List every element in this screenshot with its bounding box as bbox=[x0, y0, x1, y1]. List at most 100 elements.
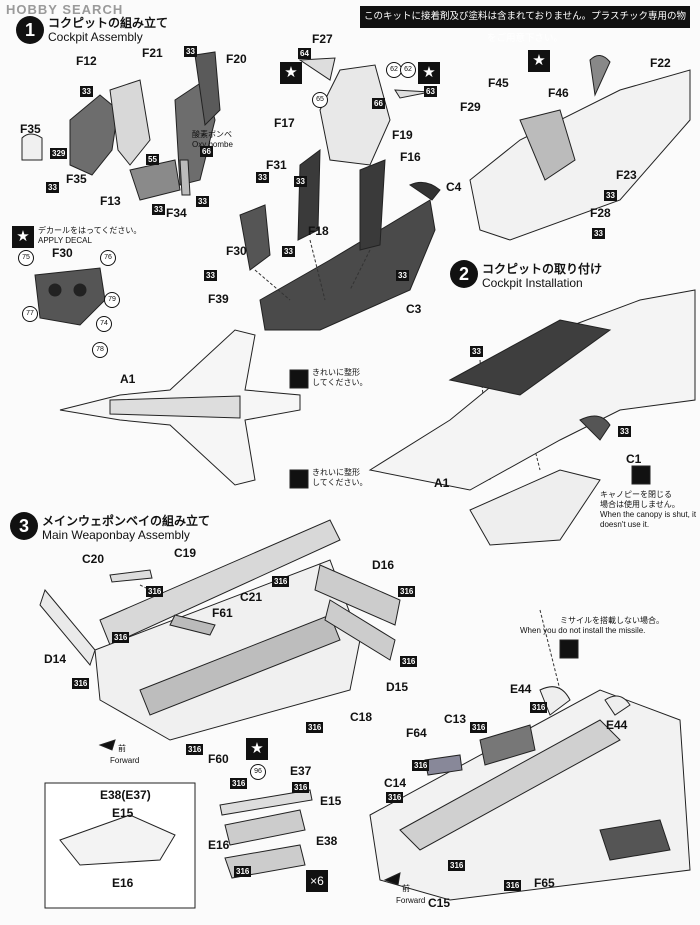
decal-number-79: 79 bbox=[104, 292, 120, 308]
part-label-E37: E37 bbox=[290, 764, 312, 778]
oxy-bombe-note-en: Oxy bombe bbox=[192, 140, 233, 149]
part-label-C19: C19 bbox=[174, 546, 197, 560]
watermark: HOBBY SEARCH bbox=[6, 2, 124, 17]
paint-code-66: 66 bbox=[200, 146, 213, 157]
part-label-E38E37: E38(E37) bbox=[100, 788, 151, 802]
step-3-title-jp: メインウェポンベイの組み立て bbox=[42, 514, 211, 528]
part-label-C4: C4 bbox=[446, 180, 462, 194]
part-label-C20: C20 bbox=[82, 552, 105, 566]
paint-code-316: 316 bbox=[448, 860, 466, 871]
paint-code-316: 316 bbox=[234, 866, 252, 877]
paint-code-33: 33 bbox=[592, 228, 605, 239]
paint-code-316: 316 bbox=[306, 722, 324, 733]
part-label-C21: C21 bbox=[240, 590, 263, 604]
step-1-title-en: Cockpit Assembly bbox=[48, 30, 143, 44]
part-label-F12: F12 bbox=[76, 54, 97, 68]
paint-code-33: 33 bbox=[196, 196, 209, 207]
part-label-C18: C18 bbox=[350, 710, 373, 724]
part-label-E44a: E44 bbox=[510, 682, 532, 696]
part-label-F65: F65 bbox=[534, 876, 555, 890]
part-label-F20: F20 bbox=[226, 52, 247, 66]
part-label-F64: F64 bbox=[406, 726, 427, 740]
canopy-note-jp-1: キャノピーを閉じる bbox=[600, 490, 672, 499]
paint-code-64: 64 bbox=[298, 48, 311, 59]
part-label-E15b: E15 bbox=[112, 806, 134, 820]
part-label-F45: F45 bbox=[488, 76, 509, 90]
paint-code-316: 316 bbox=[530, 702, 548, 713]
step-1-number: 1 bbox=[16, 16, 44, 44]
part-label-F23: F23 bbox=[616, 168, 637, 182]
forward-label-jp: 前 bbox=[118, 744, 126, 753]
part-label-C1: C1 bbox=[626, 452, 642, 466]
part-label-F27: F27 bbox=[312, 32, 333, 46]
decal-star-icon: ★ bbox=[280, 62, 302, 84]
paint-code-55: 55 bbox=[146, 154, 159, 165]
part-label-D15: D15 bbox=[386, 680, 409, 694]
part-label-F60: F60 bbox=[208, 752, 229, 766]
paint-code-316: 316 bbox=[470, 722, 488, 733]
paint-code-33: 33 bbox=[204, 270, 217, 281]
part-label-E16b: E16 bbox=[112, 876, 134, 890]
no-missile-note-en: When you do not install the missile. bbox=[520, 626, 646, 635]
paint-code-316: 316 bbox=[72, 678, 90, 689]
part-label-A1a: A1 bbox=[120, 372, 136, 386]
paint-code-33: 33 bbox=[604, 190, 617, 201]
part-label-F28: F28 bbox=[590, 206, 611, 220]
apply-decal-note-jp: デカールをはってください。 bbox=[38, 226, 142, 235]
step-2-title-en: Cockpit Installation bbox=[482, 276, 583, 290]
decal-star-icon: ★ bbox=[528, 50, 550, 72]
part-label-F35a: F35 bbox=[20, 122, 41, 136]
paint-code-316: 316 bbox=[292, 782, 310, 793]
paint-code-33: 33 bbox=[470, 346, 483, 357]
paint-code-33: 33 bbox=[294, 176, 307, 187]
adhesive-notice: このキットに接着剤及び塗料は含まれておりません。プラスチック専用の物をご用意下さ… bbox=[360, 6, 690, 44]
paint-code-316: 316 bbox=[386, 792, 404, 803]
paint-code-316: 316 bbox=[230, 778, 248, 789]
part-label-C13: C13 bbox=[444, 712, 467, 726]
canopy-note-en-1: When the canopy is shut, it bbox=[600, 510, 697, 519]
part-label-D14: D14 bbox=[44, 652, 67, 666]
canopy-note-jp-2: 場合は使用しません。 bbox=[600, 500, 680, 509]
paint-code-316: 316 bbox=[400, 656, 418, 667]
part-label-E44b: E44 bbox=[606, 718, 628, 732]
forward-label-jp-2: 前 bbox=[402, 884, 410, 893]
part-label-F16: F16 bbox=[400, 150, 421, 164]
decal-star-icon: ★ bbox=[12, 226, 34, 248]
paint-code-33: 33 bbox=[396, 270, 409, 281]
part-label-E38: E38 bbox=[316, 834, 338, 848]
smooth-note-jp-1b: きれいに整形 bbox=[312, 468, 360, 477]
paint-code-33: 33 bbox=[256, 172, 269, 183]
smooth-note-jp-2: してください。 bbox=[312, 378, 368, 387]
paint-code-62: 62 bbox=[400, 62, 416, 78]
paint-code-329: 329 bbox=[50, 148, 68, 159]
paint-code-33: 33 bbox=[184, 46, 197, 57]
decal-star-icon: ★ bbox=[246, 738, 268, 760]
part-label-F19: F19 bbox=[392, 128, 413, 142]
part-label-D16: D16 bbox=[372, 558, 395, 572]
forward-label-en: Forward bbox=[110, 756, 140, 765]
oxy-bombe-note-jp: 酸素ボンベ bbox=[192, 130, 232, 139]
part-label-C15: C15 bbox=[428, 896, 451, 910]
part-label-F31: F31 bbox=[266, 158, 287, 172]
paint-code-96: 96 bbox=[250, 764, 266, 780]
paint-code-33: 33 bbox=[80, 86, 93, 97]
part-label-F29: F29 bbox=[460, 100, 481, 114]
part-label-F61: F61 bbox=[212, 606, 233, 620]
part-label-C3: C3 bbox=[406, 302, 422, 316]
part-label-F22: F22 bbox=[650, 56, 671, 70]
decal-number-77: 77 bbox=[22, 306, 38, 322]
paint-code-316: 316 bbox=[504, 880, 522, 891]
part-label-F18: F18 bbox=[308, 224, 329, 238]
part-label-F39: F39 bbox=[208, 292, 229, 306]
smooth-note-jp-1: きれいに整形 bbox=[312, 368, 360, 377]
paint-code-63: 63 bbox=[424, 86, 437, 97]
quantity-times-6: ×6 bbox=[306, 870, 328, 892]
decal-number-78: 78 bbox=[92, 342, 108, 358]
paint-code-316: 316 bbox=[112, 632, 130, 643]
part-label-F17: F17 bbox=[274, 116, 295, 130]
paint-code-65: 65 bbox=[312, 92, 328, 108]
apply-decal-note-en: APPLY DECAL bbox=[38, 236, 92, 245]
part-label-F21: F21 bbox=[142, 46, 163, 60]
part-label-F35b: F35 bbox=[66, 172, 87, 186]
part-label-C14: C14 bbox=[384, 776, 407, 790]
